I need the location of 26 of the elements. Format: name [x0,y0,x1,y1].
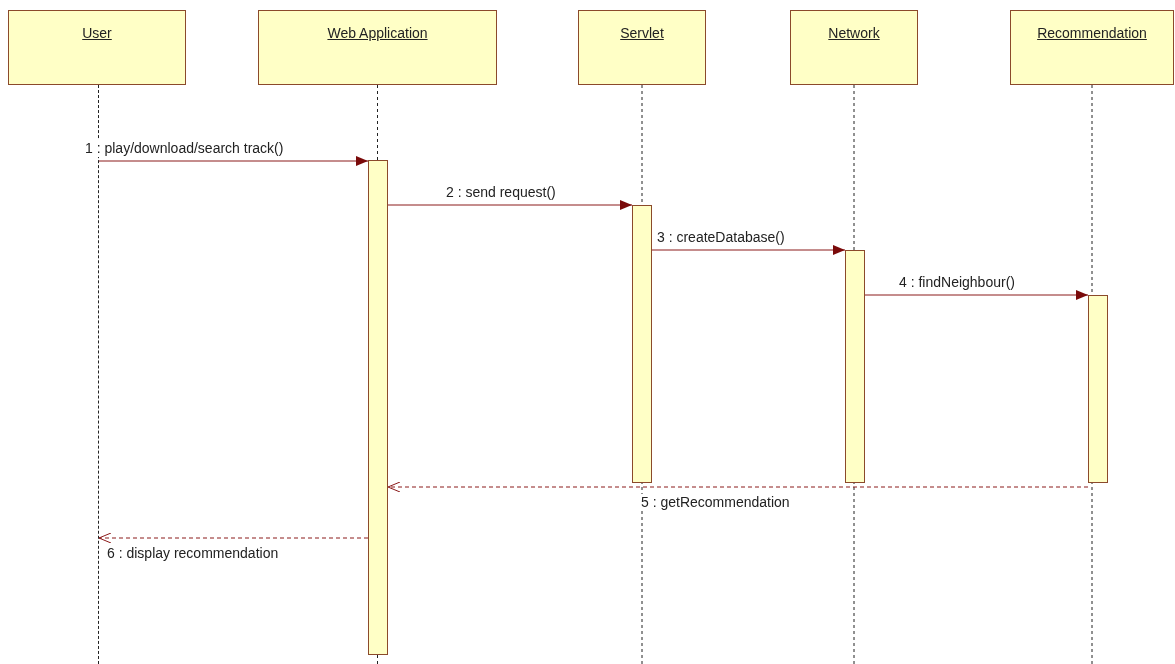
lifeline-head [8,10,186,85]
edge-label: 5 : getRecommendation [640,494,791,511]
message-arrow [864,290,1089,300]
lifeline-name: User [82,24,112,43]
lifeline-name: Servlet [620,24,664,43]
lifeline-name: Web Application [327,24,428,43]
message-arrow [98,532,369,544]
message-arrow [651,245,846,255]
edge-label: 6 : display recommendation [106,545,280,562]
activation-bar [368,160,388,655]
lifeline-head [1010,10,1174,85]
lifeline-name: Recommendation [1037,24,1147,43]
edge-label: 2 : send request() [445,184,557,201]
edge-label: 3 : createDatabase() [656,229,786,246]
lifeline-head [790,10,918,85]
activation-bar [1088,295,1108,483]
activation-bar [632,205,652,483]
lifeline-head [578,10,706,85]
lifeline-name: Network [828,24,880,43]
edge-label: 1 : play/download/search track() [84,140,285,157]
message-arrow [387,481,1089,493]
message-arrow [98,156,369,166]
lifeline-head [258,10,497,85]
activation-bar [845,250,865,483]
message-arrow [387,200,633,210]
edge-label: 4 : findNeighbour() [898,274,1016,291]
